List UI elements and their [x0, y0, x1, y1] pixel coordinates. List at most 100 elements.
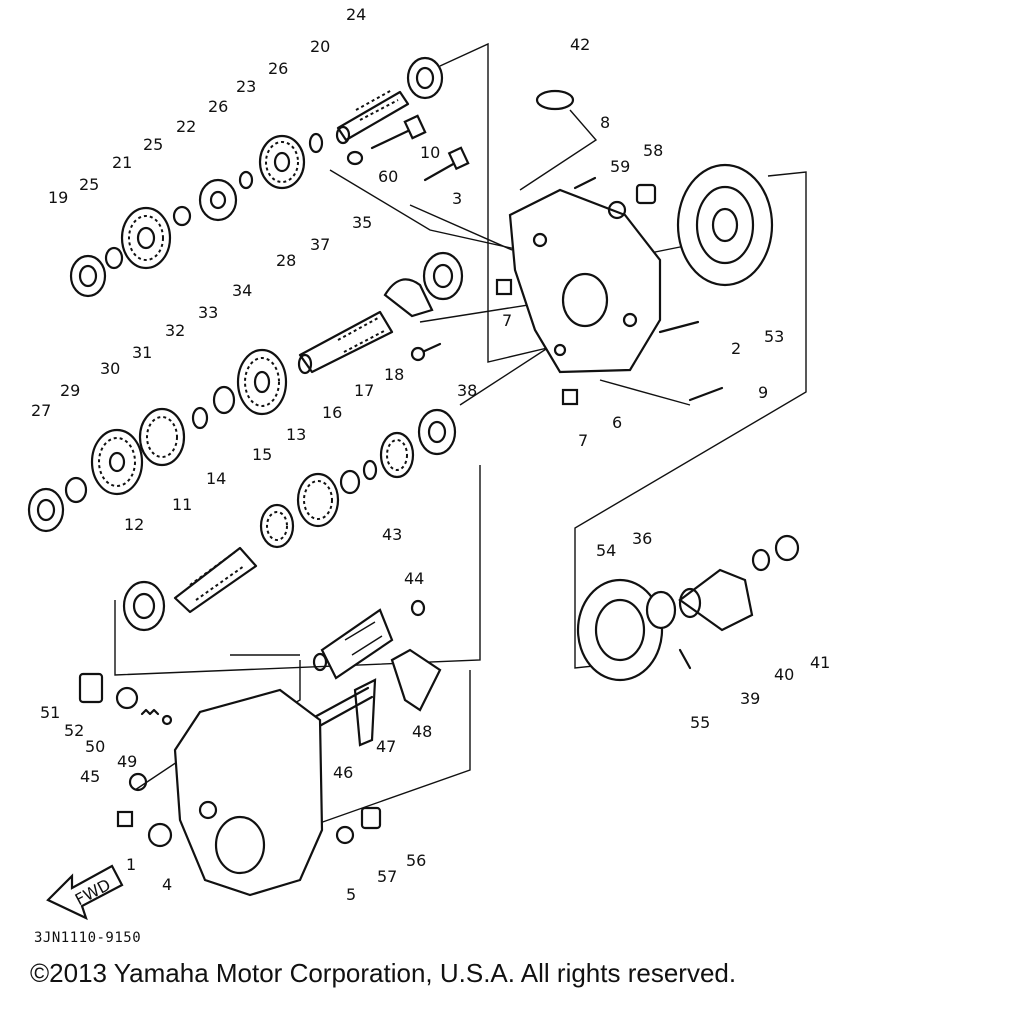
bearing-27: [27, 487, 65, 533]
gear-30: [90, 428, 144, 496]
clip-32: [191, 406, 209, 430]
callout-1: 1: [126, 855, 136, 874]
spring-50: [140, 708, 160, 716]
callout-5: 5: [346, 885, 356, 904]
shift-drum-43: [312, 608, 394, 680]
clip-16: [362, 459, 378, 481]
lower-shaft-group: [122, 408, 457, 632]
screw-44: [410, 599, 426, 617]
dowel-7b: [561, 388, 579, 406]
yoke-39: [678, 568, 754, 632]
callout-2: 2: [731, 339, 741, 358]
washer-40: [751, 548, 771, 572]
shaft-20: [335, 89, 410, 145]
callout-52: 52: [64, 721, 84, 740]
callout-19: 19: [48, 188, 68, 207]
bearing-12: [122, 580, 166, 632]
bolt-10: [370, 114, 427, 150]
washer-57: [335, 825, 355, 845]
callout-46: 46: [333, 763, 353, 782]
washer-59: [607, 200, 627, 220]
callout-59: 59: [610, 157, 630, 176]
callout-51: 51: [40, 703, 60, 722]
callout-labels: 24 42 20 26 23 26 22 25 21 25 19 10 60 3…: [31, 5, 830, 904]
case-left: [116, 688, 382, 897]
oring-4: [147, 822, 173, 848]
seal-42: [535, 89, 575, 111]
spacer-29: [64, 476, 88, 504]
clip-26a: [308, 132, 324, 154]
dowel-7a: [495, 278, 513, 296]
plug-51: [78, 672, 104, 704]
plug-58: [635, 183, 657, 205]
callout-34: 34: [232, 281, 252, 300]
callout-25: 25: [143, 135, 163, 154]
callout-7: 7: [502, 311, 512, 330]
shaft-11: [173, 546, 258, 614]
callout-47: 47: [376, 737, 396, 756]
gear-14: [259, 503, 295, 549]
callout-6: 6: [612, 413, 622, 432]
callout-18: 18: [384, 365, 404, 384]
callout-16: 16: [322, 403, 342, 422]
callout-30: 30: [100, 359, 120, 378]
washer-60: [346, 150, 364, 166]
callout-21: 21: [112, 153, 132, 172]
callout-23: 23: [236, 77, 256, 96]
bearing-18: [417, 408, 457, 456]
seal-36: [645, 590, 677, 630]
callout-33: 33: [198, 303, 218, 322]
ball-49: [161, 714, 173, 726]
callout-27: 27: [31, 401, 51, 420]
callout-39: 39: [740, 689, 760, 708]
plate-37: [383, 278, 434, 318]
shaft-28: [297, 310, 394, 375]
callout-48: 48: [412, 722, 432, 741]
washer-33: [212, 385, 236, 415]
callout-10: 10: [420, 143, 440, 162]
gear-23: [258, 134, 306, 190]
callout-11: 11: [172, 495, 192, 514]
callout-45: 45: [80, 767, 100, 786]
callout-14: 14: [206, 469, 226, 488]
callout-37: 37: [310, 235, 330, 254]
fork-47: [353, 678, 377, 747]
callout-28: 28: [276, 251, 296, 270]
bolt-56: [360, 806, 382, 830]
shift-group: [78, 599, 442, 747]
seal-45: [128, 772, 148, 792]
callout-54: 54: [596, 541, 616, 560]
part-22: [198, 178, 238, 222]
callout-7: 7: [578, 431, 588, 450]
callout-43: 43: [382, 525, 402, 544]
callout-55: 55: [690, 713, 710, 732]
nut-41: [774, 534, 800, 562]
cover-53: [676, 163, 774, 287]
gear-17: [379, 431, 415, 479]
callout-57: 57: [377, 867, 397, 886]
case-right: [495, 176, 724, 406]
callout-32: 32: [165, 321, 185, 340]
callout-42: 42: [570, 35, 590, 54]
callout-26: 26: [208, 97, 228, 116]
assembly-lines: [114, 42, 807, 831]
middle-shaft-group: [27, 251, 464, 533]
washer-25b: [104, 246, 124, 270]
bearing-19: [69, 254, 107, 298]
callout-50: 50: [85, 737, 105, 756]
callout-3: 3: [452, 189, 462, 208]
fwd-arrow: FWD: [46, 864, 124, 921]
callout-13: 13: [286, 425, 306, 444]
callout-8: 8: [600, 113, 610, 132]
bolt-9: [688, 386, 724, 402]
gear-31: [138, 407, 186, 467]
callout-15: 15: [252, 445, 272, 464]
callout-41: 41: [810, 653, 830, 672]
bearing-35: [422, 251, 464, 301]
screw-38: [410, 342, 442, 362]
callout-26: 26: [268, 59, 288, 78]
callout-44: 44: [404, 569, 424, 588]
washer-25a: [172, 205, 192, 227]
callout-35: 35: [352, 213, 372, 232]
